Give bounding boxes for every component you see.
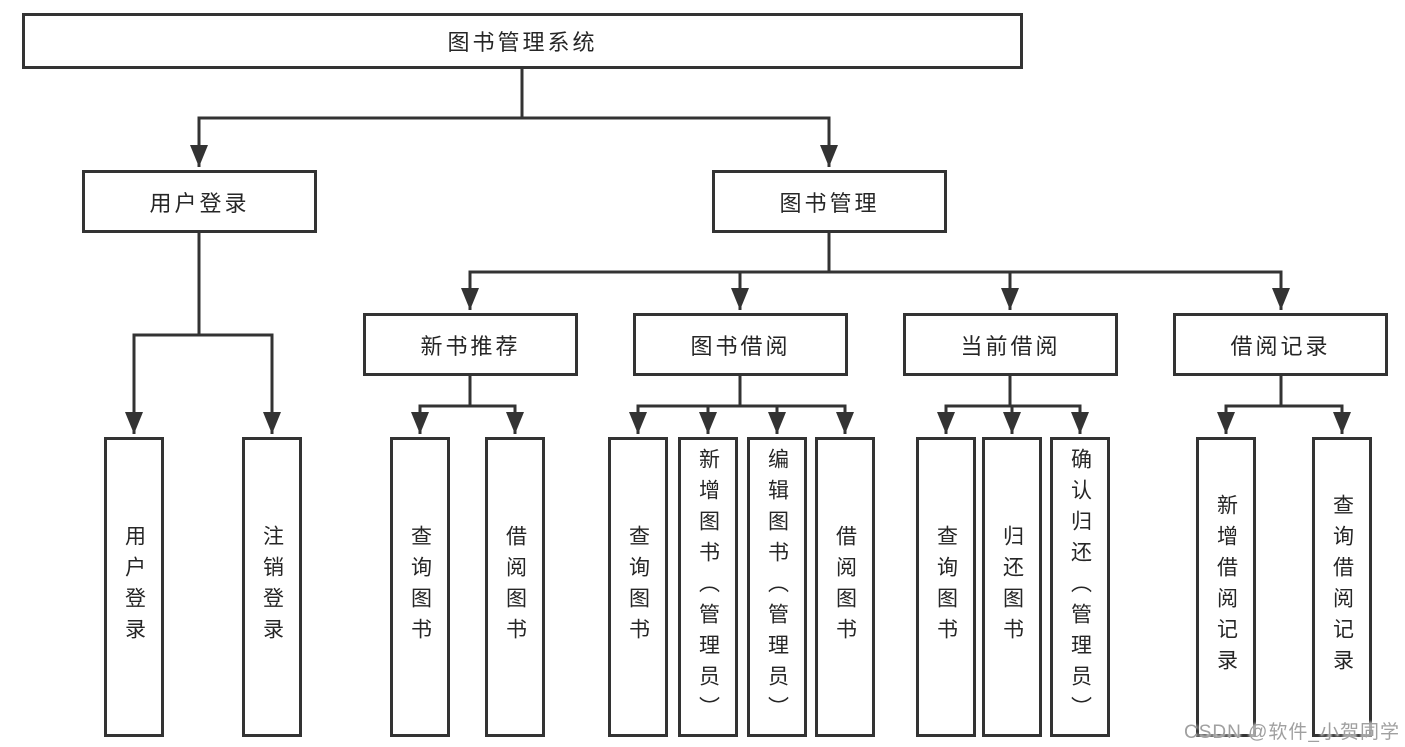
arrowhead xyxy=(506,412,524,434)
arrowhead xyxy=(263,412,281,434)
csdn-watermark: CSDN @软件_小贺同学 xyxy=(1184,722,1400,743)
arrowhead xyxy=(768,412,786,434)
leaf-borrow-books-borrowing: 借阅图书 xyxy=(815,437,875,737)
arrowhead xyxy=(1071,412,1089,434)
arrowhead xyxy=(461,288,479,310)
leaf-query-books-borrowing: 查询图书 xyxy=(608,437,668,737)
leaf-edit-books-admin: 编辑图书（管理员） xyxy=(747,437,807,737)
arrowhead xyxy=(937,412,955,434)
leaf-query-books-current: 查询图书 xyxy=(916,437,976,737)
leaf-add-books-admin: 新增图书（管理员） xyxy=(678,437,738,737)
node-borrowing-records: 借阅记录 xyxy=(1173,313,1388,376)
arrowhead xyxy=(820,145,838,167)
arrowhead xyxy=(1003,412,1021,434)
node-new-book-recommend: 新书推荐 xyxy=(363,313,578,376)
arrowhead xyxy=(1217,412,1235,434)
node-user-login: 用户登录 xyxy=(82,170,317,233)
leaf-query-borrow-record: 查询借阅记录 xyxy=(1312,437,1372,737)
node-current-borrowing: 当前借阅 xyxy=(903,313,1118,376)
arrowhead xyxy=(125,412,143,434)
leaf-query-books-recommend: 查询图书 xyxy=(390,437,450,737)
arrowhead xyxy=(1272,288,1290,310)
edge-newbook-rail xyxy=(418,404,517,434)
arrowhead xyxy=(629,412,647,434)
edge-level2-rail xyxy=(197,116,831,167)
arrowhead xyxy=(731,288,749,310)
edge-userlogin-rail xyxy=(132,333,274,434)
edge-level3-rail xyxy=(468,270,1283,310)
leaf-logout: 注销登录 xyxy=(242,437,302,737)
leaf-user-login: 用户登录 xyxy=(104,437,164,737)
arrowhead xyxy=(836,412,854,434)
edge-borrowing-rail xyxy=(636,404,847,434)
arrowhead xyxy=(699,412,717,434)
leaf-confirm-return-admin: 确认归还（管理员） xyxy=(1050,437,1110,737)
leaf-add-borrow-record: 新增借阅记录 xyxy=(1196,437,1256,737)
arrowhead xyxy=(1001,288,1019,310)
leaf-return-books: 归还图书 xyxy=(982,437,1042,737)
arrowhead xyxy=(1333,412,1351,434)
arrowhead xyxy=(411,412,429,434)
arrowhead xyxy=(190,145,208,167)
node-book-borrowing: 图书借阅 xyxy=(633,313,848,376)
leaf-borrow-books-recommend: 借阅图书 xyxy=(485,437,545,737)
node-library-management-system: 图书管理系统 xyxy=(22,13,1023,69)
edge-records-rail xyxy=(1224,404,1344,434)
node-book-management: 图书管理 xyxy=(712,170,947,233)
